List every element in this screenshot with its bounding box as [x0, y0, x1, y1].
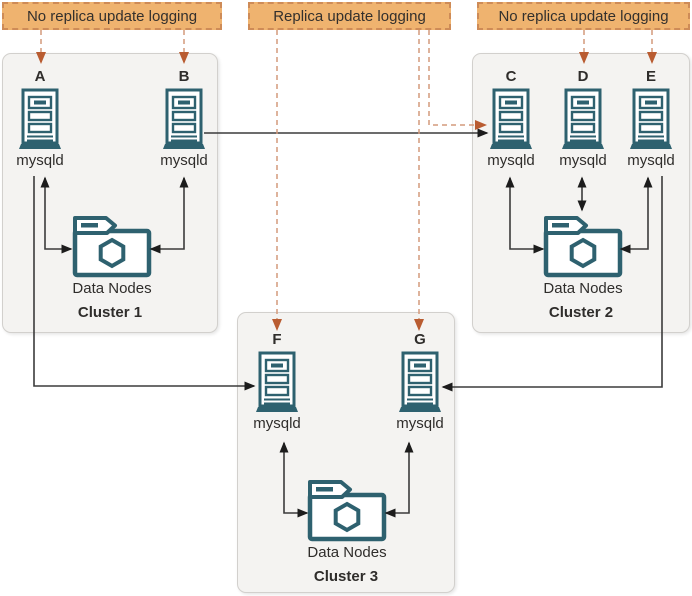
- data-nodes-cluster-3: Data Nodes: [302, 478, 392, 561]
- server-f: F mysqld: [253, 331, 301, 432]
- mysqld-label: mysqld: [253, 415, 301, 432]
- mysqld-server-icon: [398, 351, 442, 415]
- server-c: C mysqld: [487, 68, 535, 169]
- data-nodes-folder-icon: [543, 214, 623, 278]
- mysqld-label: mysqld: [559, 152, 607, 169]
- annotation-replica-update-logging: Replica update logging: [248, 2, 451, 30]
- server-e: E mysqld: [627, 68, 675, 169]
- mysqld-server-icon: [561, 88, 605, 152]
- mysqld-server-icon: [255, 351, 299, 415]
- data-nodes-label: Data Nodes: [307, 544, 387, 561]
- mysqld-label: mysqld: [396, 415, 444, 432]
- server-letter: G: [414, 331, 426, 348]
- cluster-1-box: A mysqld B mysqld Data Nodes Cluster 1: [2, 53, 218, 333]
- cluster-3-box: F mysqld G mysqld Data Nodes Cluster 3: [237, 312, 455, 593]
- data-nodes-cluster-1: Data Nodes: [67, 214, 157, 297]
- mysqld-label: mysqld: [627, 152, 675, 169]
- server-letter: F: [272, 331, 282, 348]
- server-letter: D: [577, 68, 589, 85]
- server-d: D mysqld: [559, 68, 607, 169]
- cluster-1-name: Cluster 1: [77, 304, 143, 321]
- mysqld-label: mysqld: [487, 152, 535, 169]
- server-letter: B: [178, 68, 190, 85]
- data-nodes-label: Data Nodes: [543, 280, 623, 297]
- mysqld-label: mysqld: [16, 152, 64, 169]
- mysqld-server-icon: [162, 88, 206, 152]
- cluster-3-name: Cluster 3: [313, 568, 379, 585]
- data-nodes-folder-icon: [307, 478, 387, 542]
- server-letter: C: [505, 68, 517, 85]
- mysqld-label: mysqld: [160, 152, 208, 169]
- mysqld-server-icon: [489, 88, 533, 152]
- annotation-no-replica-update-logging-left: No replica update logging: [2, 2, 222, 30]
- data-nodes-folder-icon: [72, 214, 152, 278]
- data-nodes-label: Data Nodes: [72, 280, 152, 297]
- server-b: B mysqld: [160, 68, 208, 169]
- server-g: G mysqld: [396, 331, 444, 432]
- server-letter: E: [645, 68, 656, 85]
- cluster-2-name: Cluster 2: [548, 304, 614, 321]
- annotation-no-replica-update-logging-right: No replica update logging: [477, 2, 690, 30]
- mysqld-server-icon: [629, 88, 673, 152]
- server-a: A mysqld: [16, 68, 64, 169]
- cluster-2-box: C mysqld D mysqld E mysqld Data Nodes Cl…: [472, 53, 690, 333]
- mysqld-server-icon: [18, 88, 62, 152]
- server-letter: A: [34, 68, 46, 85]
- data-nodes-cluster-2: Data Nodes: [538, 214, 628, 297]
